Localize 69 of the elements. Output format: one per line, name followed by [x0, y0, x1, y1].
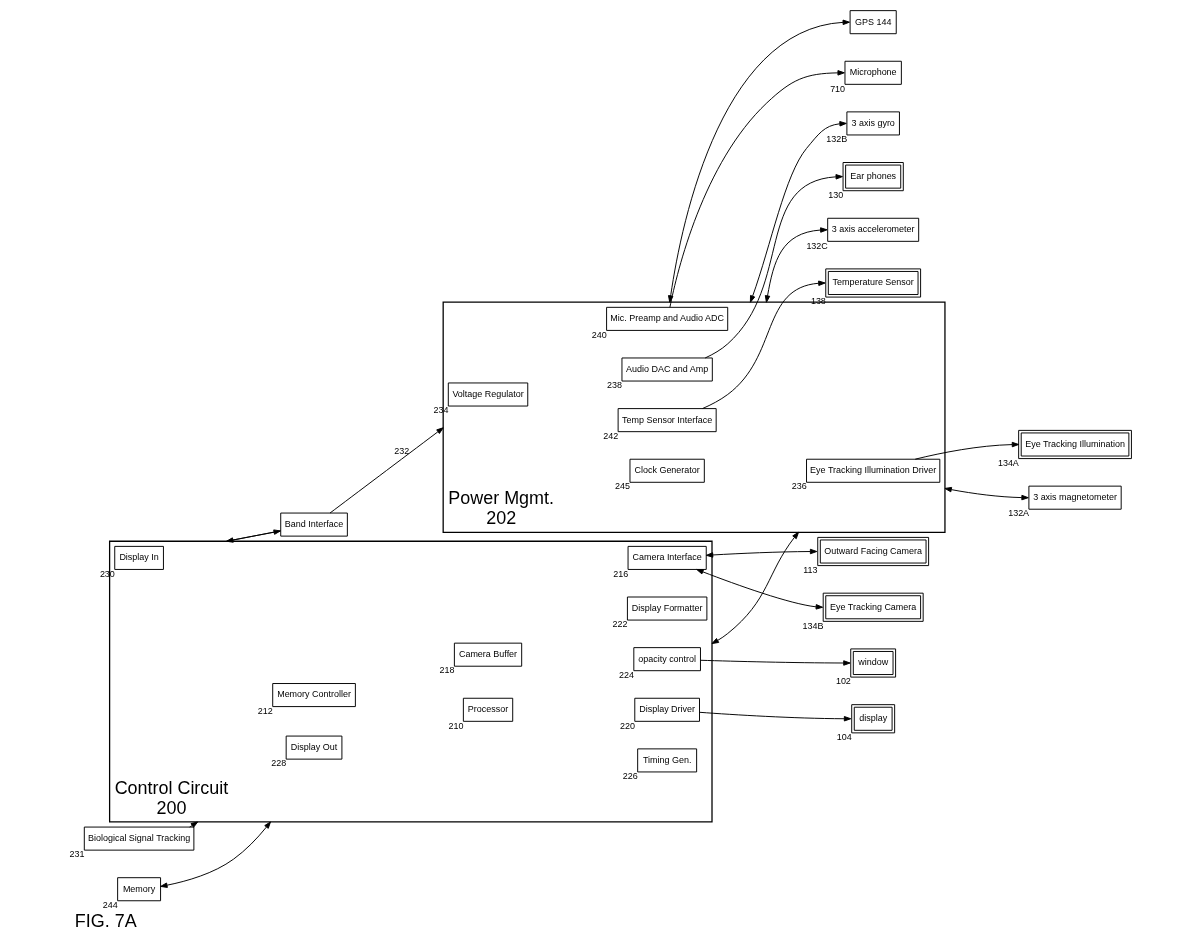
- node-box: Temp Sensor Interface: [617, 408, 717, 433]
- arrow: [764, 227, 827, 303]
- node-box: GPS 144: [849, 10, 897, 35]
- node-box: Eye Tracking Illumination Driver: [805, 458, 940, 483]
- node-label: 104: [836, 732, 852, 743]
- arrow: [711, 531, 799, 645]
- node-box: Display In: [113, 545, 164, 570]
- node-label: 132B: [825, 134, 847, 145]
- node-label: 218: [439, 665, 454, 676]
- arrow: [329, 427, 444, 514]
- arrow: [701, 280, 826, 409]
- node-box: 3 axis gyro: [845, 111, 900, 136]
- node-box: Memory: [116, 877, 161, 902]
- node-label: 102: [835, 676, 851, 687]
- node-label: 202: [485, 508, 516, 529]
- node-label: 710: [829, 83, 845, 94]
- node-label: 134B: [801, 620, 823, 631]
- node-label: 132A: [1007, 508, 1029, 519]
- node-label: 226: [622, 771, 638, 782]
- node-box: Voltage Regulator: [447, 382, 528, 407]
- node-label: 238: [606, 380, 622, 391]
- node-label: 245: [614, 481, 630, 492]
- node-box: Camera Interface: [627, 545, 707, 570]
- node-box: Microphone: [844, 60, 902, 85]
- arrow: [695, 569, 823, 610]
- node-label: 224: [618, 669, 634, 680]
- arrow: [943, 486, 1029, 501]
- node-box: Display Driver: [633, 697, 700, 722]
- node-label: 130: [827, 189, 843, 200]
- node-box: Processor: [462, 697, 513, 722]
- node-box: Display Formatter: [626, 596, 707, 621]
- arrow: [667, 19, 850, 303]
- node-label: 236: [791, 481, 807, 492]
- node-box: 3 axis magnetometer: [1027, 485, 1122, 510]
- node-label: 134A: [997, 457, 1019, 468]
- node-box: Mic. Preamp and Audio ADC: [605, 306, 728, 331]
- arrow: [914, 441, 1019, 460]
- node-label: 244: [102, 899, 118, 910]
- arrow: [159, 821, 271, 888]
- arrow: [699, 659, 851, 666]
- node-box: Camera Buffer: [453, 642, 522, 667]
- node-box: Band Interface: [279, 512, 348, 537]
- node-label: 216: [612, 568, 628, 579]
- arrow: [705, 548, 817, 558]
- node-box: 3 axis accelerometer: [826, 217, 919, 242]
- node-label: 242: [602, 430, 618, 441]
- arrow: [749, 121, 847, 303]
- node-label: 132C: [805, 240, 828, 251]
- arrow: [704, 174, 843, 359]
- node-label: 212: [257, 705, 273, 716]
- node-box: Display Out: [285, 735, 342, 760]
- node-label: 240: [591, 329, 607, 340]
- node-box: opacity control: [632, 647, 701, 672]
- node-label: 228: [270, 758, 286, 769]
- node-box: Memory Controller: [271, 683, 356, 708]
- arrow: [698, 711, 851, 722]
- node-label: 200: [155, 797, 186, 818]
- edge-label: 232: [393, 445, 409, 456]
- arrow: [188, 821, 198, 828]
- node-box: Audio DAC and Amp: [621, 357, 713, 382]
- node-label: 222: [612, 619, 628, 630]
- node-box: Timing Gen.: [636, 748, 697, 773]
- node-label: 113: [802, 564, 818, 575]
- node-label: 210: [448, 720, 463, 731]
- caption: FIG. 7A: [74, 911, 137, 932]
- node-box: Clock Generator: [629, 458, 705, 483]
- arrow: [668, 70, 845, 308]
- node-label: 220: [619, 720, 635, 731]
- node-label: 231: [68, 849, 84, 860]
